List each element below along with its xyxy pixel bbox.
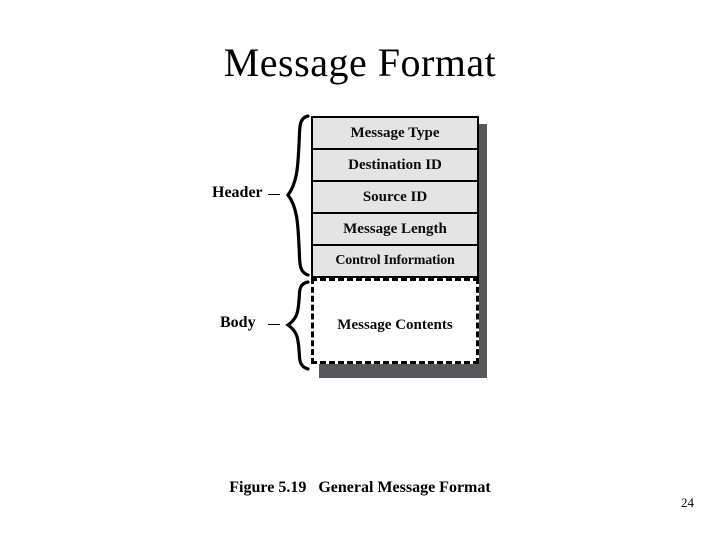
body-brace-tick	[268, 324, 280, 325]
body-brace-icon	[285, 280, 310, 371]
body-field-box: Message Contents	[311, 278, 479, 364]
field-row-source-id: Source ID	[313, 182, 477, 214]
field-row-control-information: Control Information	[313, 246, 477, 278]
header-section-label: Header	[212, 184, 263, 201]
page-title: Message Format	[223, 40, 497, 85]
slide-page-number: 24	[681, 495, 694, 510]
field-row-message-contents: Message Contents	[337, 317, 453, 333]
figure-caption: Figure 5.19 General Message Format	[229, 479, 491, 496]
header-fields-group: Message Type Destination ID Source ID Me…	[311, 116, 479, 278]
field-row-message-length: Message Length	[313, 214, 477, 246]
field-row-destination-id: Destination ID	[313, 150, 477, 182]
message-field-stack: Message Type Destination ID Source ID Me…	[311, 116, 479, 364]
header-brace-icon	[285, 114, 310, 277]
header-brace-tick	[268, 194, 280, 195]
body-section-label: Body	[220, 314, 256, 331]
field-row-message-type: Message Type	[313, 118, 477, 150]
